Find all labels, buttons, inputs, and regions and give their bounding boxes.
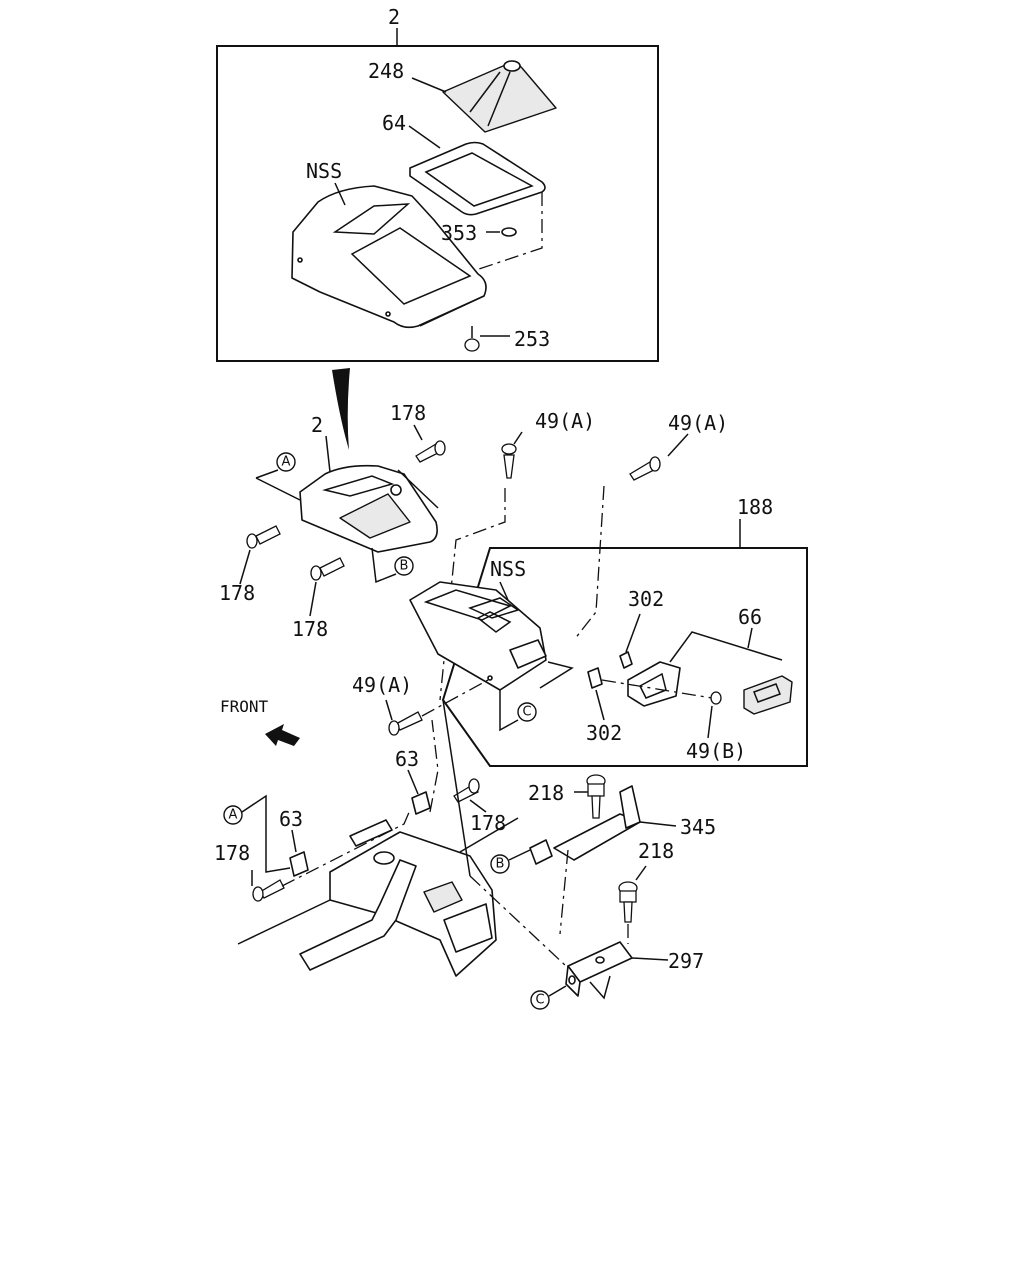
bracket-63-left	[289, 851, 309, 877]
screw-178-bottom	[252, 879, 285, 902]
label-nss-lower: NSS	[490, 557, 526, 581]
label-178-top: 178	[390, 401, 426, 425]
bracket-63-top	[349, 791, 431, 847]
svg-text:A: A	[282, 455, 291, 470]
screw-49a-3	[388, 711, 423, 736]
screw-49b	[710, 691, 722, 705]
label-253: 253	[514, 327, 550, 351]
label-188: 188	[737, 495, 773, 519]
clip-302-top	[619, 651, 633, 669]
screw-49a-1	[501, 443, 517, 479]
frame-188	[441, 547, 808, 767]
bracket-297	[565, 941, 633, 997]
trim-plate-64	[409, 141, 546, 216]
label-218-2: 218	[638, 839, 674, 863]
screw-178-mid	[310, 557, 345, 581]
label-49b: 49(B)	[686, 739, 746, 763]
clip-302-bottom	[587, 667, 603, 689]
svg-text:C: C	[535, 993, 544, 1008]
callout-c-bottom	[530, 990, 550, 1010]
screw-253	[464, 326, 480, 352]
label-345: 345	[680, 815, 716, 839]
label-178-mid: 178	[292, 617, 328, 641]
inset-frame-2	[216, 45, 659, 362]
label-2-mid: 2	[311, 413, 323, 437]
label-63-top: 63	[395, 747, 419, 771]
svg-text:A: A	[229, 808, 238, 823]
svg-text:C: C	[522, 705, 531, 720]
label-66: 66	[738, 605, 762, 629]
callout-b-top	[394, 556, 414, 576]
screw-49a-2	[629, 456, 661, 481]
svg-text:B: B	[400, 559, 409, 574]
callout-c-mid	[517, 702, 537, 722]
front-arrow-icon	[265, 724, 300, 746]
label-218-1: 218	[528, 781, 564, 805]
screw-178-right	[453, 778, 480, 803]
inset-arrow-icon	[332, 368, 350, 450]
label-302-bottom: 302	[586, 721, 622, 745]
label-178-right: 178	[470, 811, 506, 835]
screw-178-top	[415, 440, 446, 463]
screw-178-left	[246, 525, 281, 549]
console-base-nss	[409, 581, 574, 732]
svg-text:B: B	[496, 857, 505, 872]
label-49a-2: 49(A)	[668, 411, 728, 435]
label-49a-1: 49(A)	[535, 409, 595, 433]
floor-tunnel	[237, 817, 519, 977]
label-64: 64	[382, 111, 406, 135]
label-2-top: 2	[388, 5, 400, 29]
label-63-left: 63	[279, 807, 303, 831]
label-49a-3: 49(A)	[352, 673, 412, 697]
label-248: 248	[368, 59, 404, 83]
clip-353	[501, 227, 517, 237]
label-front: FRONT	[220, 697, 269, 716]
label-178-left: 178	[219, 581, 255, 605]
callout-a-top	[276, 452, 296, 472]
label-nss-upper: NSS	[306, 159, 342, 183]
callout-b-bottom	[490, 854, 510, 874]
label-178-bottom: 178	[214, 841, 250, 865]
ashtray-66	[627, 661, 793, 715]
label-353: 353	[441, 221, 477, 245]
callout-a-bottom	[223, 805, 243, 825]
console-cover-nss	[291, 185, 487, 329]
label-302-top: 302	[628, 587, 664, 611]
shift-boot-248	[442, 60, 557, 133]
bolt-218-1	[586, 774, 606, 819]
console-assembly-2	[299, 464, 438, 553]
bolt-218-2	[618, 881, 638, 923]
label-297: 297	[668, 949, 704, 973]
